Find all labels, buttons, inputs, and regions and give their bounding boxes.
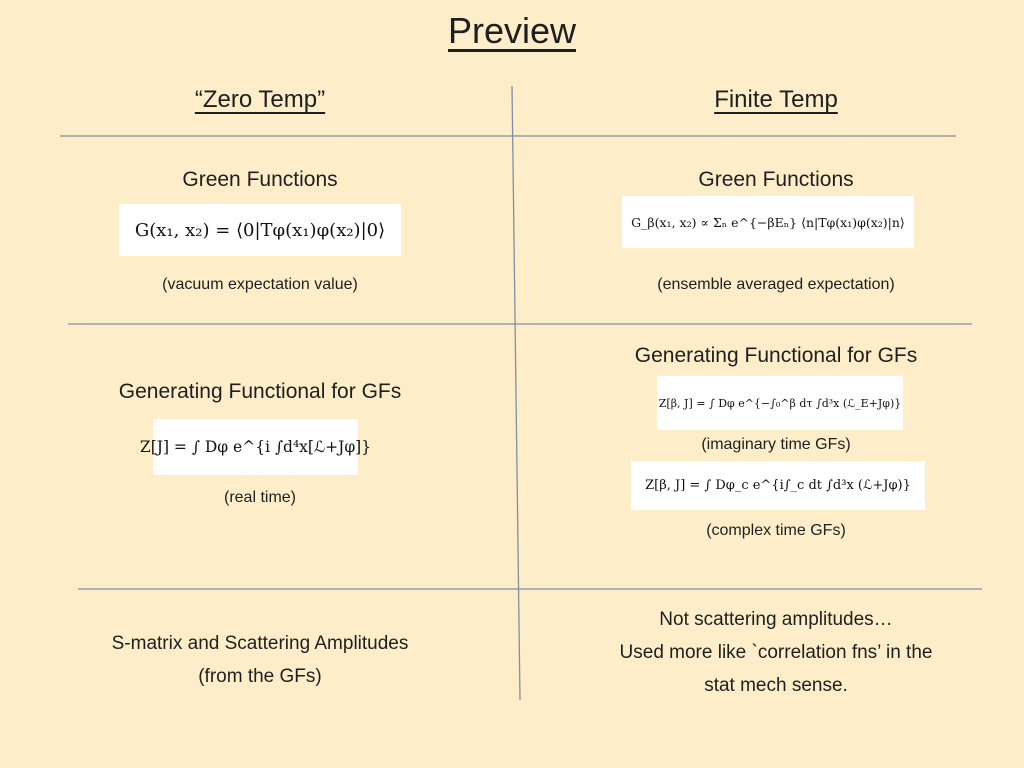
correlation-line-2: Used more like `correlation fns’ in the — [619, 642, 933, 663]
formula-text: Z[β, J] = ∫ Dφ e^{−∫₀^β dτ ∫d³x (ℒ_E+Jφ)… — [658, 396, 902, 410]
real-time-caption: (real time) — [223, 489, 296, 506]
correlation-functions-text: Not scattering amplitudes… Used more lik… — [576, 603, 976, 702]
formula-text: G_β(x₁, x₂) ∝ Σₙ e^{−βEₙ} ⟨n|Tφ(x₁)φ(x₂)… — [631, 214, 905, 230]
complex-time-caption: (complex time GFs) — [706, 522, 846, 539]
right-column-header: Finite Temp — [714, 86, 838, 113]
correlation-line-3: stat mech sense. — [704, 675, 848, 696]
vertical-divider — [511, 85, 521, 701]
formula-text: Z[β, J] = ∫ Dφ_c e^{i∫_c dt ∫d³x (ℒ+Jφ)} — [645, 478, 911, 493]
green-functions-label-left: Green Functions — [182, 168, 338, 191]
page-title: Preview — [447, 10, 577, 51]
s-matrix-line-2: (from the GFs) — [198, 666, 322, 687]
imaginary-time-caption: (imaginary time GFs) — [701, 436, 851, 453]
formula-text: G(x₁, x₂) = ⟨0|Tφ(x₁)φ(x₂)|0⟩ — [134, 219, 386, 241]
s-matrix-line-1: S-matrix and Scattering Amplitudes — [111, 633, 409, 654]
left-column-header: “Zero Temp” — [194, 86, 326, 113]
generating-functional-label-right: Generating Functional for GFs — [634, 344, 918, 367]
formula-text: Z[J] = ∫ Dφ e^{i ∫d⁴x[ℒ+Jφ]} — [139, 438, 372, 456]
vacuum-green-function-formula: G(x₁, x₂) = ⟨0|Tφ(x₁)φ(x₂)|0⟩ — [119, 204, 401, 256]
complex-time-generating-functional-formula: Z[β, J] = ∫ Dφ_c e^{i∫_c dt ∫d³x (ℒ+Jφ)} — [631, 461, 925, 510]
generating-functional-label-left: Generating Functional for GFs — [118, 380, 402, 403]
thermal-green-function-formula: G_β(x₁, x₂) ∝ Σₙ e^{−βEₙ} ⟨n|Tφ(x₁)φ(x₂)… — [622, 196, 914, 248]
s-matrix-text: S-matrix and Scattering Amplitudes (from… — [80, 627, 440, 693]
imaginary-time-generating-functional-formula: Z[β, J] = ∫ Dφ e^{−∫₀^β dτ ∫d³x (ℒ_E+Jφ)… — [657, 376, 903, 430]
green-functions-label-right: Green Functions — [698, 168, 854, 191]
real-time-generating-functional-formula: Z[J] = ∫ Dφ e^{i ∫d⁴x[ℒ+Jφ]} — [140, 419, 371, 475]
ensemble-expectation-caption: (ensemble averaged expectation) — [657, 276, 895, 293]
vacuum-expectation-caption: (vacuum expectation value) — [162, 276, 358, 293]
correlation-line-1: Not scattering amplitudes… — [659, 609, 893, 630]
